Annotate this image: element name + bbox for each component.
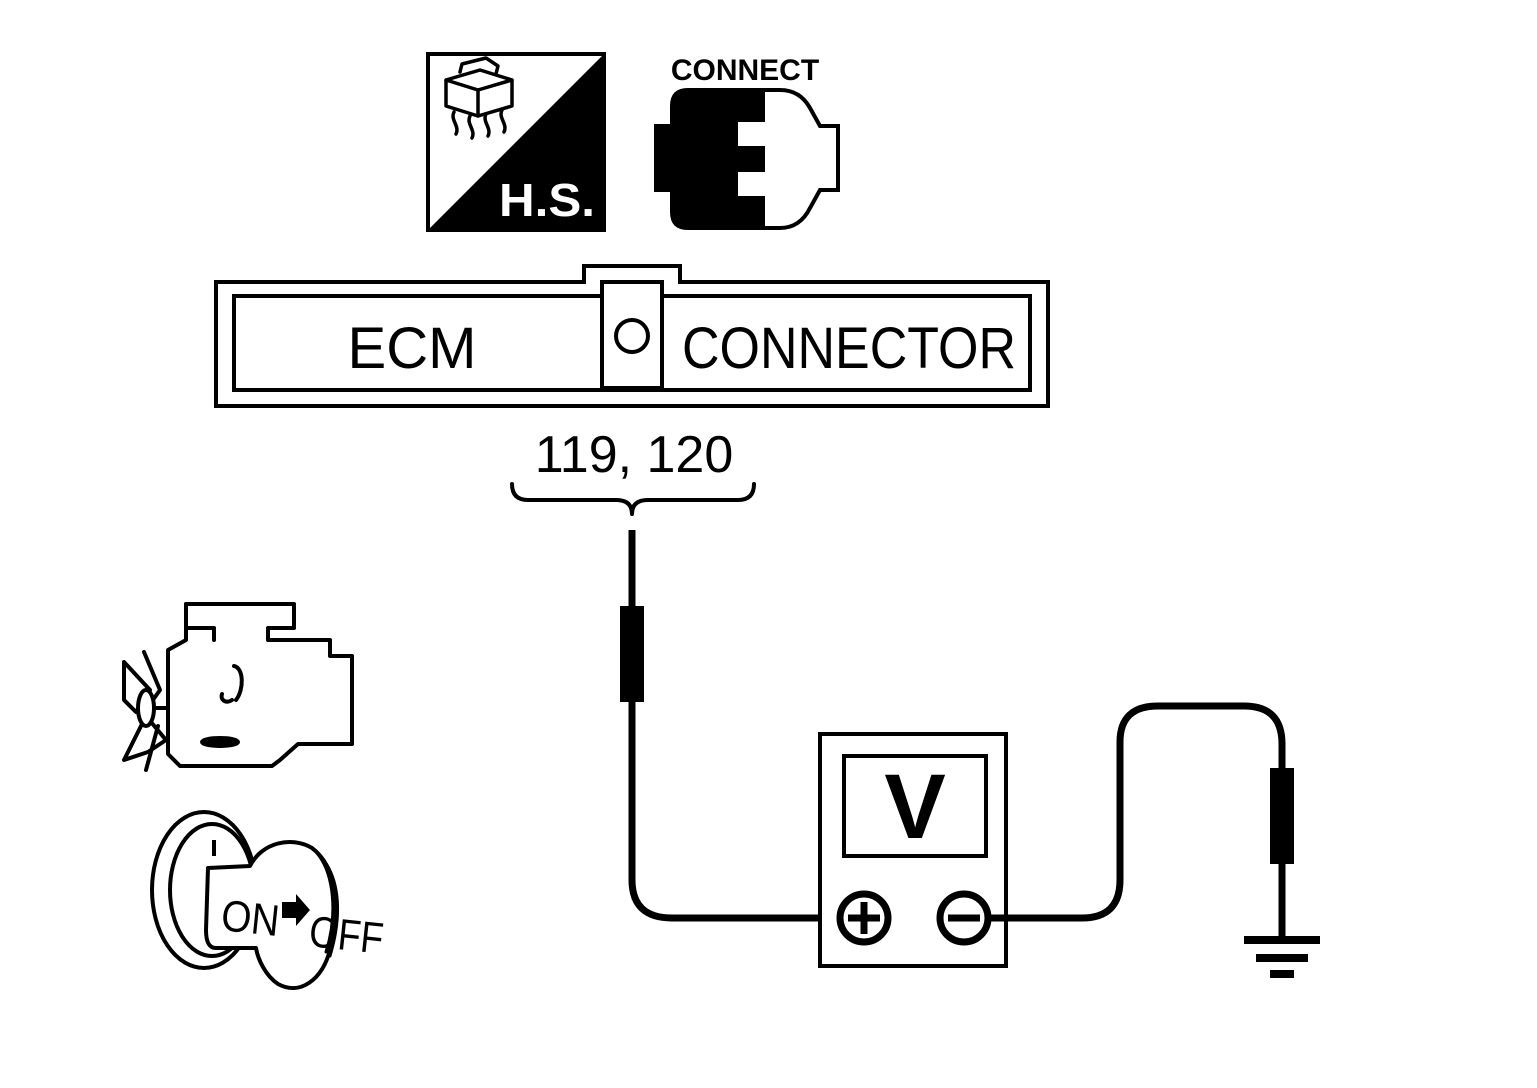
negative-probe-grip bbox=[1270, 768, 1294, 864]
harness-label: H.S. bbox=[499, 174, 595, 226]
negative-terminal bbox=[936, 890, 992, 946]
terminal-label: 119, 120 bbox=[535, 426, 734, 484]
terminal-brace bbox=[510, 482, 756, 516]
connect-plug-filled bbox=[656, 90, 765, 228]
harness-icon: H.S. bbox=[426, 52, 606, 232]
connect-label: CONNECT bbox=[671, 54, 819, 87]
ignition-off-label: OFF bbox=[307, 907, 386, 963]
harness-connector-icon bbox=[444, 56, 514, 140]
positive-probe-grip bbox=[620, 606, 644, 702]
positive-terminal bbox=[836, 890, 892, 946]
connect-icon: CONNECT bbox=[654, 54, 840, 230]
positive-test-lead bbox=[620, 530, 842, 922]
connector-left-label: ECM bbox=[348, 316, 477, 381]
connector-right-label: CONNECTOR bbox=[682, 316, 1016, 381]
engine-icon bbox=[122, 602, 354, 772]
ecm-connector: ECM CONNECTOR bbox=[214, 264, 1050, 408]
ignition-key bbox=[204, 840, 338, 990]
ignition-arrow bbox=[282, 894, 310, 926]
voltmeter-display bbox=[842, 754, 988, 858]
voltmeter-display-label: V bbox=[884, 756, 945, 858]
negative-test-lead bbox=[984, 702, 1294, 938]
connector-lock-hole bbox=[614, 318, 650, 354]
voltmeter: V bbox=[818, 732, 1008, 968]
ground-icon bbox=[1244, 936, 1320, 978]
terminal-callout: 119, 120 bbox=[510, 426, 756, 516]
ignition-switch-icon: ON OFF bbox=[150, 810, 386, 990]
ignition-on-label: ON bbox=[219, 891, 282, 946]
